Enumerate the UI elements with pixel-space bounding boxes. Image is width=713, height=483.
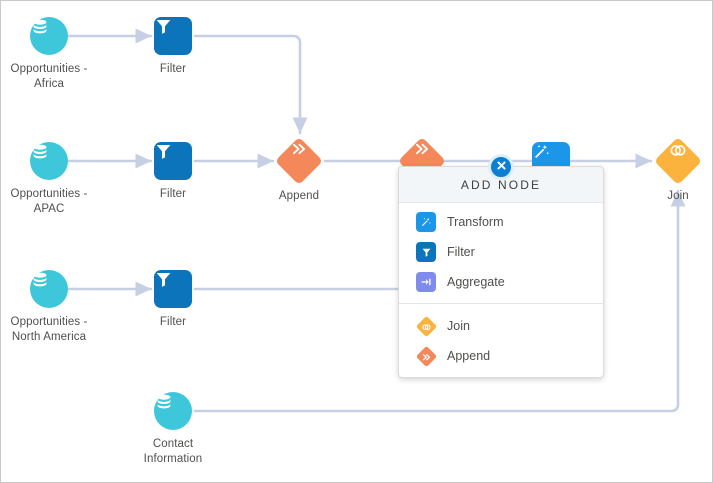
join-icon-wrapper xyxy=(415,315,437,337)
node-filter-apac[interactable]: Filter xyxy=(154,142,192,200)
append-icon-wrapper xyxy=(415,345,437,367)
node-append-2[interactable] xyxy=(397,136,447,186)
double-arrow-icon xyxy=(397,136,447,186)
add-node-popup: ADD NODE Transform xyxy=(398,154,604,378)
aggregate-icon xyxy=(416,272,436,292)
database-icon xyxy=(30,142,68,180)
node-filter-africa[interactable]: Filter xyxy=(154,17,192,75)
double-arrow-icon xyxy=(415,345,437,367)
funnel-icon xyxy=(154,17,192,55)
menu-item-label: Join xyxy=(447,319,470,333)
menu-item-label: Filter xyxy=(447,245,475,259)
menu-item-filter[interactable]: Filter xyxy=(399,237,603,267)
node-label: Opportunities - APAC xyxy=(10,188,88,215)
node-label: Filter xyxy=(159,188,187,200)
funnel-icon xyxy=(154,270,192,308)
close-x-icon xyxy=(496,158,507,176)
node-source-contact-information[interactable]: Contact Information xyxy=(144,392,202,465)
double-arrow-icon xyxy=(274,136,324,186)
menu-item-transform[interactable]: Transform xyxy=(399,207,603,237)
node-label: Append xyxy=(278,190,320,202)
node-source-opportunities-north-america[interactable]: Opportunities - North America xyxy=(11,270,87,343)
node-filter-north-america[interactable]: Filter xyxy=(154,270,192,328)
node-label: Join xyxy=(667,190,689,202)
node-source-opportunities-apac[interactable]: Opportunities - APAC xyxy=(11,142,87,215)
node-label: Opportunities - Africa xyxy=(10,63,88,90)
node-join-1[interactable]: Join xyxy=(653,136,703,202)
node-label: Filter xyxy=(159,63,187,75)
menu-group-secondary: Join Append xyxy=(399,303,603,377)
node-label: Opportunities - North America xyxy=(10,316,88,343)
database-icon xyxy=(154,392,192,430)
menu-item-label: Aggregate xyxy=(447,275,505,289)
node-label: Filter xyxy=(159,316,187,328)
menu-item-join[interactable]: Join xyxy=(399,311,603,341)
node-label: Contact Information xyxy=(143,438,203,465)
popup-title: ADD NODE xyxy=(399,167,603,203)
close-button[interactable] xyxy=(488,154,514,180)
venn-circles-icon xyxy=(415,315,437,337)
menu-item-append[interactable]: Append xyxy=(399,341,603,371)
node-append-1[interactable]: Append xyxy=(274,136,324,202)
funnel-icon xyxy=(416,242,436,262)
magic-wand-icon xyxy=(416,212,436,232)
menu-item-aggregate[interactable]: Aggregate xyxy=(399,267,603,297)
database-icon xyxy=(30,270,68,308)
menu-group-primary: Transform Filter xyxy=(399,203,603,303)
funnel-icon xyxy=(154,142,192,180)
database-icon xyxy=(30,17,68,55)
node-source-opportunities-africa[interactable]: Opportunities - Africa xyxy=(11,17,87,90)
menu-item-label: Append xyxy=(447,349,491,363)
menu-item-label: Transform xyxy=(447,215,504,229)
venn-circles-icon xyxy=(653,136,703,186)
